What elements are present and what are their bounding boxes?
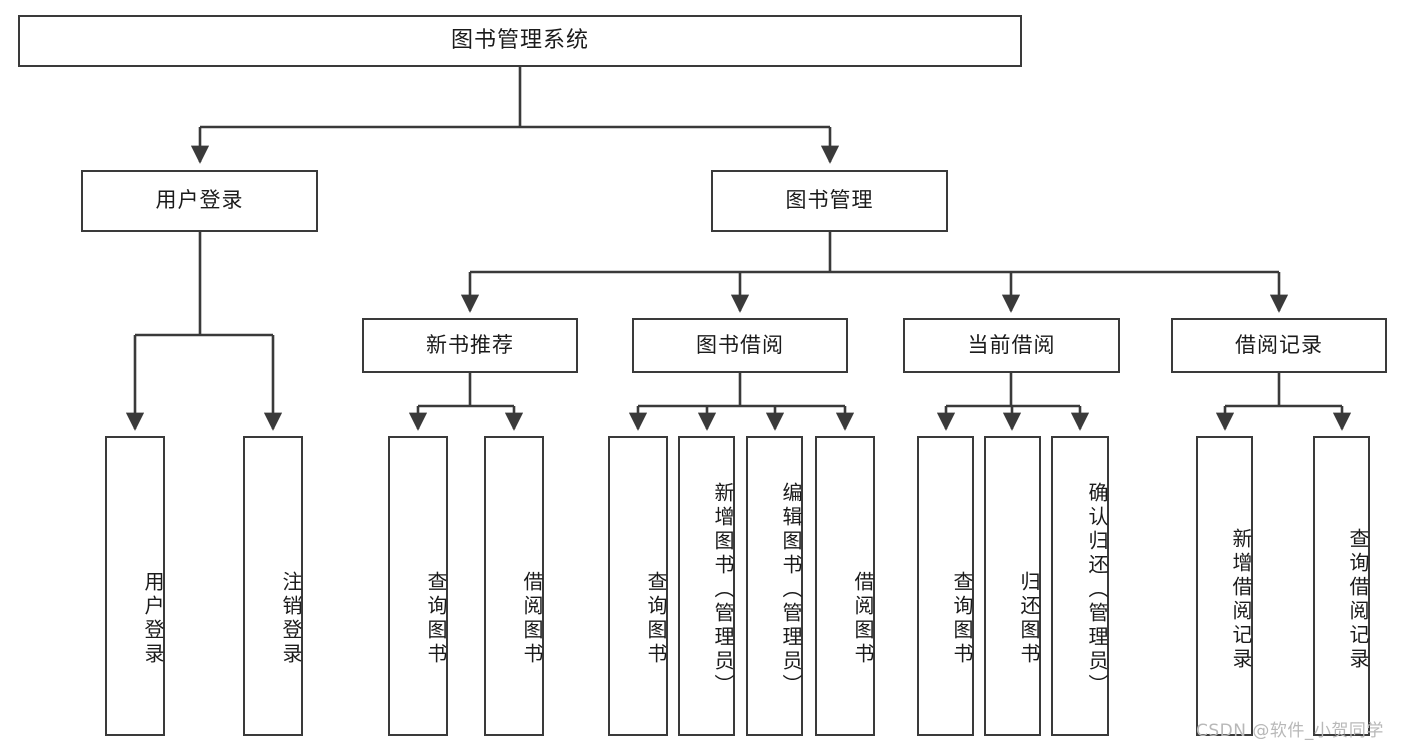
node-user-login[interactable]: 用户登录 bbox=[81, 170, 318, 232]
node-leaf-add-record[interactable]: 新增借阅记录 bbox=[1196, 436, 1253, 736]
node-root-label: 图书管理系统 bbox=[450, 27, 589, 53]
node-user-login-label: 用户登录 bbox=[155, 188, 244, 213]
node-leaf-borrow-book[interactable]: 借阅图书 bbox=[815, 436, 875, 736]
node-leaf-query-book-borrow-label: 查询图书 bbox=[644, 571, 668, 667]
node-leaf-edit-book-label: 编辑图书（管理员） bbox=[779, 482, 803, 698]
node-leaf-user-login-label: 用户登录 bbox=[141, 571, 165, 667]
node-leaf-borrow-book-rec-label: 借阅图书 bbox=[520, 571, 544, 667]
node-leaf-return-book[interactable]: 归还图书 bbox=[984, 436, 1041, 736]
node-new-book-rec[interactable]: 新书推荐 bbox=[362, 318, 578, 373]
node-book-manage[interactable]: 图书管理 bbox=[711, 170, 948, 232]
node-leaf-query-book-rec-label: 查询图书 bbox=[424, 571, 448, 667]
node-leaf-query-record[interactable]: 查询借阅记录 bbox=[1313, 436, 1370, 736]
csdn-watermark: CSDN @软件_小贺同学 bbox=[1196, 721, 1384, 741]
node-book-manage-label: 图书管理 bbox=[785, 188, 874, 213]
node-book-borrow-label: 图书借阅 bbox=[696, 332, 784, 357]
node-leaf-user-login[interactable]: 用户登录 bbox=[105, 436, 165, 736]
node-leaf-add-book[interactable]: 新增图书（管理员） bbox=[678, 436, 735, 736]
node-leaf-borrow-book-label: 借阅图书 bbox=[851, 571, 875, 667]
node-borrow-record-label: 借阅记录 bbox=[1235, 332, 1323, 357]
node-leaf-add-book-label: 新增图书（管理员） bbox=[711, 482, 735, 698]
node-leaf-query-book-current[interactable]: 查询图书 bbox=[917, 436, 974, 736]
node-leaf-edit-book[interactable]: 编辑图书（管理员） bbox=[746, 436, 803, 736]
node-leaf-logout[interactable]: 注销登录 bbox=[243, 436, 303, 736]
node-leaf-add-record-label: 新增借阅记录 bbox=[1229, 528, 1253, 672]
node-leaf-borrow-book-rec[interactable]: 借阅图书 bbox=[484, 436, 544, 736]
node-leaf-confirm-return[interactable]: 确认归还（管理员） bbox=[1051, 436, 1109, 736]
node-leaf-query-book-borrow[interactable]: 查询图书 bbox=[608, 436, 668, 736]
node-current-borrow-label: 当前借阅 bbox=[967, 332, 1056, 357]
node-leaf-logout-label: 注销登录 bbox=[279, 571, 303, 667]
node-leaf-query-book-current-label: 查询图书 bbox=[950, 571, 974, 667]
node-current-borrow[interactable]: 当前借阅 bbox=[903, 318, 1120, 373]
node-root[interactable]: 图书管理系统 bbox=[18, 15, 1022, 67]
node-leaf-query-book-rec[interactable]: 查询图书 bbox=[388, 436, 448, 736]
node-borrow-record[interactable]: 借阅记录 bbox=[1171, 318, 1387, 373]
node-new-book-rec-label: 新书推荐 bbox=[426, 332, 514, 357]
node-leaf-query-record-label: 查询借阅记录 bbox=[1346, 528, 1370, 672]
node-leaf-confirm-return-label: 确认归还（管理员） bbox=[1085, 482, 1109, 698]
node-leaf-return-book-label: 归还图书 bbox=[1017, 571, 1041, 667]
node-book-borrow[interactable]: 图书借阅 bbox=[632, 318, 848, 373]
